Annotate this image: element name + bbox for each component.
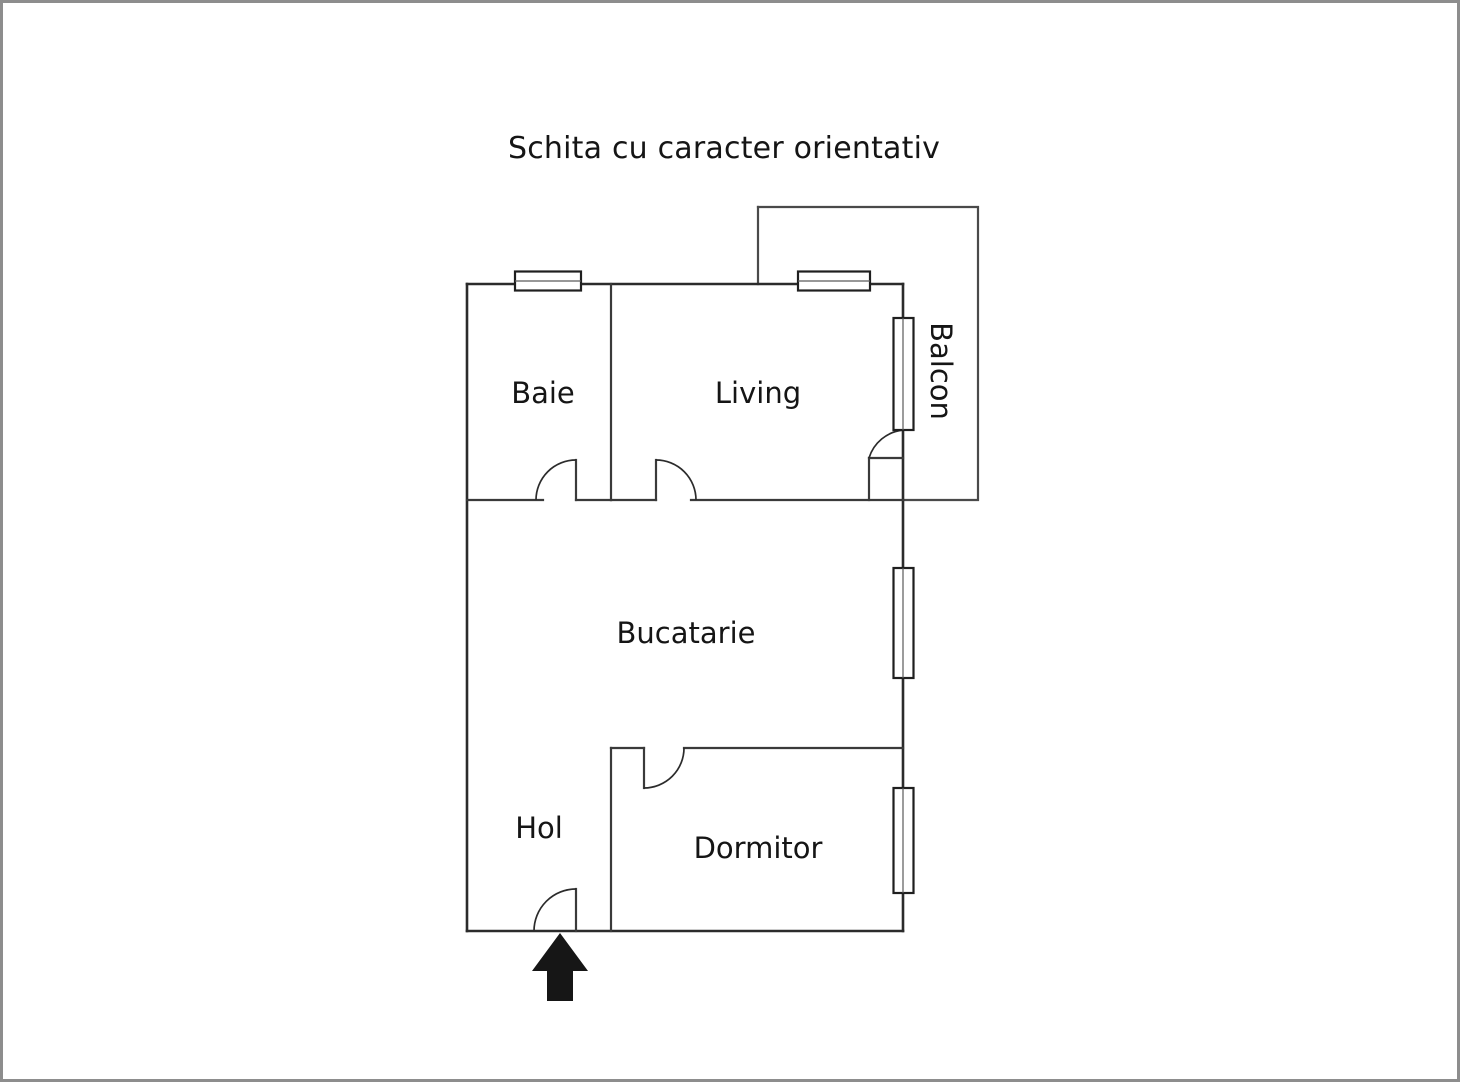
- window-bucatarie: [892, 566, 915, 680]
- window-baie-top: [513, 270, 583, 292]
- room-label-dormitor: Dormitor: [693, 831, 823, 865]
- window-balcony-door: [892, 316, 915, 432]
- room-label-balcon: Balcon: [924, 322, 958, 420]
- room-label-baie: Baie: [511, 376, 575, 410]
- door-arc-entrance: [533, 887, 578, 933]
- door-arc-balcon: [868, 429, 904, 459]
- entrance-arrow: [532, 933, 588, 1001]
- window-living-top: [796, 270, 872, 292]
- room-label-hol: Hol: [515, 811, 563, 845]
- floor-plan-drawing: [465, 205, 980, 1001]
- balcony-outline: [756, 205, 980, 502]
- door-arc-dormitor: [643, 747, 685, 789]
- wall-bucatarie-dormitor: [609, 746, 905, 933]
- room-label-living: Living: [714, 376, 802, 410]
- page-title: Schita cu caracter orientativ: [508, 131, 941, 166]
- door-arcs-upper: [535, 459, 697, 501]
- room-label-bucatarie: Bucatarie: [616, 616, 756, 650]
- window-dormitor: [892, 786, 915, 895]
- wall-living-bucatarie: [465, 456, 905, 502]
